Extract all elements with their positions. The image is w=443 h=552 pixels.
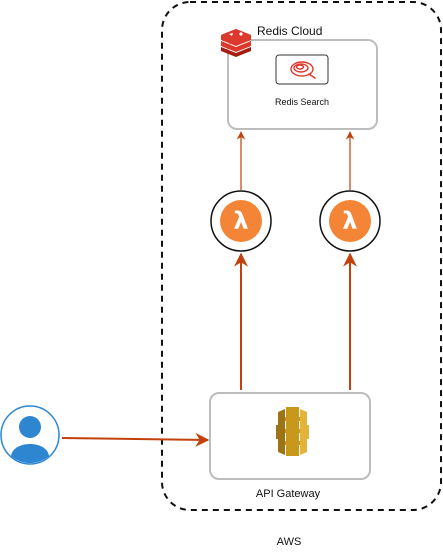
lambda-icon	[220, 200, 262, 242]
api-gateway-label: API Gateway	[256, 488, 321, 500]
lambda-icon	[329, 200, 371, 242]
redis-logo-icon	[221, 29, 251, 57]
aws-label: AWS	[277, 536, 302, 548]
redis-search-label: Redis Search	[275, 97, 329, 107]
lambda-node-right: λ	[319, 190, 381, 252]
redis-cloud-label: Redis Cloud	[257, 24, 322, 38]
aws-boundary	[161, 1, 442, 511]
arrow-user-to-gateway	[61, 432, 210, 447]
lambda-node-left: λ	[210, 190, 272, 252]
lambda-glyph: λ	[233, 207, 248, 235]
api-gateway-icon	[276, 407, 309, 456]
user-icon	[0, 405, 60, 465]
redis-search-icon	[275, 54, 329, 85]
lambda-glyph: λ	[342, 207, 357, 235]
api-gateway-container: API Gateway	[209, 392, 371, 500]
redis-cloud-container: Redis Cloud Redis Search	[221, 24, 378, 130]
